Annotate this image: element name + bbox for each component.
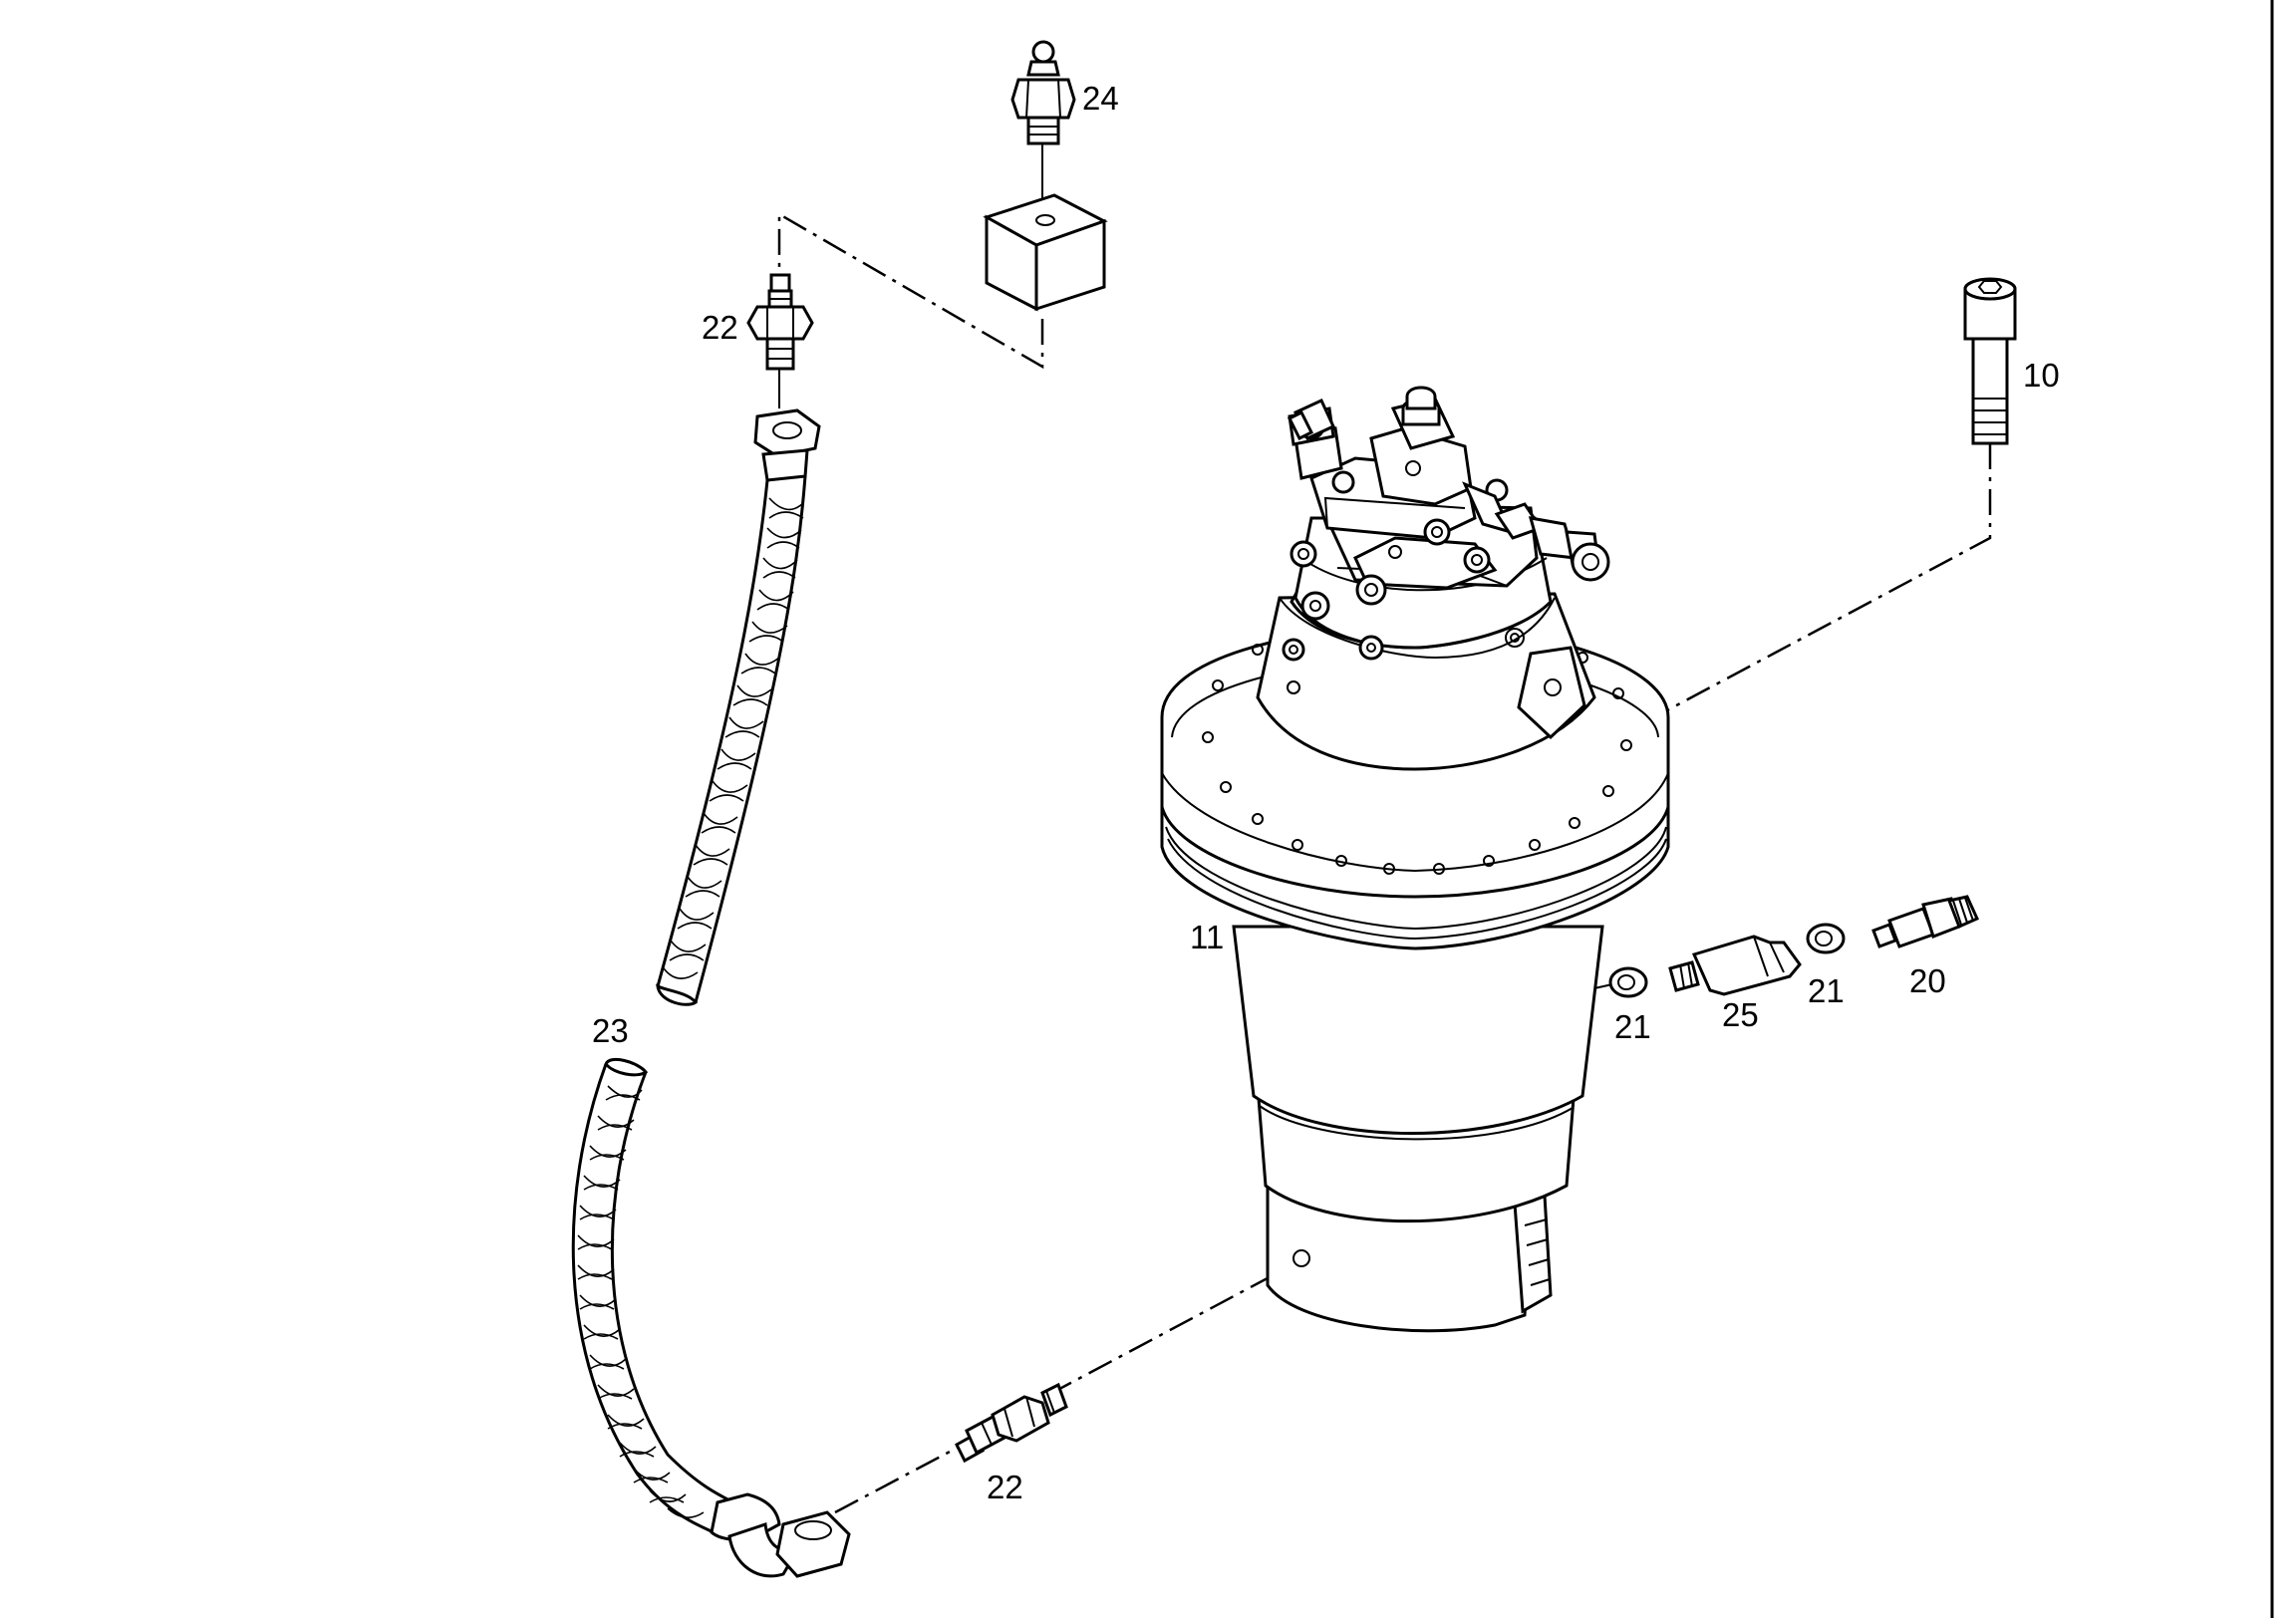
callout-22-top: 22 [702, 309, 738, 346]
callout-24: 24 [1082, 80, 1119, 117]
sensor-20 [1871, 895, 1979, 948]
hose-23 [571, 408, 851, 1578]
callout-22-bottom: 22 [987, 1469, 1023, 1505]
adapter-block [983, 193, 1108, 312]
callout-21-left: 21 [1614, 1008, 1651, 1045]
callout-23: 23 [592, 1012, 629, 1049]
callout-11: 11 [1190, 919, 1224, 955]
grease-nipple-24 [1010, 40, 1076, 145]
union-fitting-22-bottom [955, 1382, 1068, 1464]
gear-motor-11 [1160, 386, 1670, 1333]
bolt-10 [1963, 277, 2017, 445]
manifold-bolts [1282, 470, 1509, 662]
callout-20: 20 [1909, 962, 1946, 999]
washer-21-left [1608, 966, 1648, 998]
callout-10: 10 [2023, 357, 2060, 394]
washer-21-right [1806, 923, 1846, 954]
callout-25: 25 [1722, 996, 1759, 1033]
adapter-25 [1668, 935, 1802, 996]
callout-labels: 24 22 10 11 23 21 25 21 20 22 [592, 80, 2060, 1505]
callout-21-right: 21 [1808, 972, 1845, 1009]
union-fitting-22-top [746, 273, 814, 371]
